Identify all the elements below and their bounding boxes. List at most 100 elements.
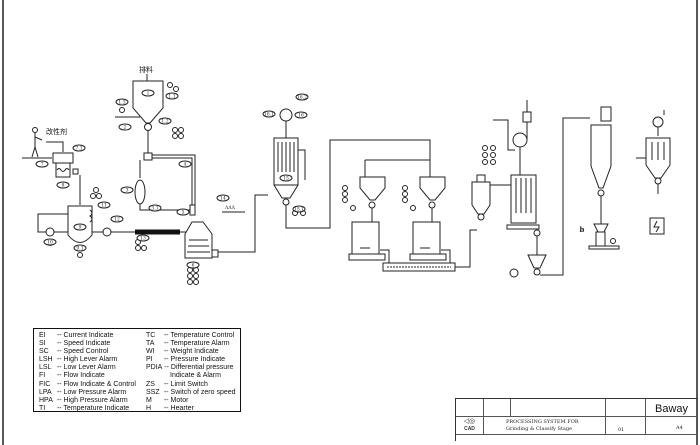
- modifier-tank: [52, 152, 74, 164]
- svg-text:7.1: 7.1: [75, 146, 82, 152]
- tag: 14: [216, 194, 230, 202]
- equipment-tags: 1 1.1 1.2 1.3 2 3 3.1 4 5 6 7 7.1 8 9 9.…: [35, 89, 309, 269]
- svg-text:ΛΛΛ: ΛΛΛ: [224, 205, 235, 211]
- tag: 15: [279, 174, 293, 182]
- transfer-pump-icon: [102, 227, 112, 237]
- svg-text:16: 16: [298, 113, 304, 119]
- svg-text:16.2: 16.2: [297, 95, 307, 101]
- tag: 16: [294, 111, 308, 119]
- title-block: Baway ◁◎ CAD PROCESSING SYSTEM FOR Grind…: [455, 398, 698, 441]
- raw-material-label: 排料: [139, 65, 153, 74]
- svg-text:11: 11: [101, 203, 107, 209]
- legend-item: ZS -- Limit Switch: [146, 380, 208, 388]
- legend-item: Indicate & Alarm: [170, 372, 221, 380]
- svg-text:13: 13: [140, 236, 146, 242]
- fan-icon: [279, 108, 293, 122]
- svg-text:2: 2: [124, 125, 127, 131]
- dust-collector: [636, 110, 671, 235]
- cyclone-classifier: [471, 181, 491, 215]
- reactor: [37, 187, 193, 258]
- legend-item: TI -- Temperature Indicate: [39, 404, 130, 412]
- svg-text:9.1: 9.1: [76, 246, 83, 252]
- legend-item: PDIA -- Differential pressure: [146, 364, 234, 372]
- tag: 16.2: [295, 93, 309, 101]
- tag: 4: [178, 160, 192, 168]
- svg-text:1: 1: [147, 91, 150, 97]
- sheet-size: A4: [646, 417, 698, 435]
- svg-text:10: 10: [47, 240, 53, 246]
- heating-pipe: [135, 229, 180, 235]
- modifier-feed: 改性剂: [22, 127, 81, 205]
- tag: 8: [56, 181, 70, 189]
- title-line-1: PROCESSING SYSTEM FOR: [506, 419, 579, 425]
- tag: 7: [35, 160, 49, 168]
- bag-filter-1: [273, 108, 431, 229]
- tag: 9.1: [73, 244, 87, 252]
- legend-item: M -- Motor: [146, 396, 189, 404]
- legend-item: LPA -- Low Pressure Alarm: [39, 388, 127, 396]
- legend-box: EI -- Current Indicate SI -- Speed Indic…: [33, 328, 241, 412]
- worker-icon: [32, 127, 38, 133]
- svg-text:3.1: 3.1: [151, 206, 158, 212]
- svg-text:9: 9: [79, 225, 82, 231]
- svg-text:16.1: 16.1: [264, 112, 274, 118]
- cad-logo: ◁◎ CAD: [456, 417, 484, 435]
- svg-text:6: 6: [192, 263, 195, 269]
- grinding-mill: ΛΛΛ: [184, 194, 268, 285]
- conveying-line: [134, 152, 196, 216]
- scale-cell: 01: [606, 417, 646, 435]
- legend-item: LSL -- Low Lever Alarm: [39, 364, 116, 372]
- logo-icon: ◁◎: [463, 418, 476, 425]
- vessel-3: [134, 179, 146, 205]
- tag: 3.1: [148, 204, 162, 212]
- svg-text:15.1: 15.1: [294, 207, 304, 213]
- modifier-label: 改性剂: [46, 127, 67, 136]
- legend-item: FIC -- Flow Indicate & Control: [39, 380, 136, 388]
- tag: 1.3: [115, 98, 129, 106]
- tb-cell: [511, 399, 606, 417]
- mixing-tanks: [342, 159, 477, 272]
- feed-hopper: 排料: [115, 65, 184, 155]
- tb-cell: [606, 399, 646, 417]
- svg-text:1.1: 1.1: [168, 94, 175, 100]
- product-silo: b: [580, 106, 620, 250]
- legend-item: WI -- Weight Indicate: [146, 348, 219, 356]
- tb-cell: [484, 399, 511, 417]
- tag: 15.1: [292, 205, 306, 213]
- legend-item: TA -- Temperature Alarm: [146, 340, 230, 348]
- mix-tank-1: [351, 221, 380, 255]
- tag: 1.1: [165, 92, 179, 100]
- svg-text:7: 7: [41, 162, 44, 168]
- svg-text:8: 8: [62, 183, 65, 189]
- legend-item: TC -- Temperature Control: [146, 332, 235, 339]
- svg-text:4: 4: [184, 162, 187, 168]
- tag: 11: [97, 201, 111, 209]
- svg-text:1.3: 1.3: [118, 100, 125, 106]
- classifier-section: [471, 100, 590, 278]
- mix-tank-2: [412, 221, 441, 255]
- legend-item: PI -- Pressure Indicate: [146, 356, 226, 364]
- tag: 7.1: [72, 144, 86, 152]
- legend-item: HPA -- High Pressure Alarm: [39, 396, 128, 404]
- circulation-pump-icon: [45, 227, 55, 237]
- svg-text:3: 3: [126, 188, 129, 194]
- svg-text:5: 5: [182, 210, 185, 216]
- legend-right-column: TC -- Temperature Control TA -- Temperat…: [146, 332, 236, 413]
- tag: 16.1: [262, 110, 276, 118]
- legend-item: H -- Hearter: [146, 404, 194, 412]
- tag: 3: [120, 186, 134, 194]
- legend-item: LSH -- High Lever Alarm: [39, 356, 118, 364]
- tag: 6: [186, 261, 200, 269]
- tag: 1: [141, 89, 155, 97]
- tag: 1.2: [158, 117, 172, 125]
- svg-text:1.2: 1.2: [161, 119, 168, 125]
- tag: 10: [43, 238, 57, 246]
- svg-text:15: 15: [283, 176, 289, 182]
- tag: 13: [136, 234, 150, 242]
- fan-2-icon: [512, 132, 528, 148]
- drawing-title: PROCESSING SYSTEM FOR Grinding & Classif…: [484, 417, 606, 435]
- svg-text:b: b: [580, 225, 585, 234]
- tb-cell: [456, 399, 484, 417]
- company-name: Baway: [646, 399, 698, 417]
